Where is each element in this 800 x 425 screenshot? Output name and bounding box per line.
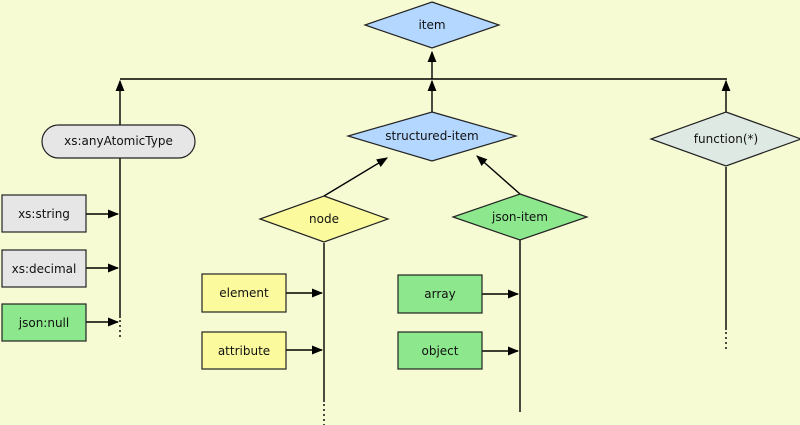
node-json-null-label: json:null bbox=[18, 316, 69, 330]
node-json-item: json-item bbox=[451, 193, 589, 241]
node-attribute-label: attribute bbox=[218, 344, 270, 358]
node-attribute: attribute bbox=[201, 331, 287, 370]
node-structured-item: structured-item bbox=[345, 111, 519, 162]
node-function: function(*) bbox=[649, 111, 800, 167]
edge-node-to-structured bbox=[323, 157, 388, 197]
node-xs-decimal-label: xs:decimal bbox=[12, 262, 77, 276]
node-any-atomic-type-label: xs:anyAtomicType bbox=[64, 134, 173, 148]
node-element: element bbox=[201, 273, 287, 313]
node-item-label: item bbox=[418, 18, 445, 32]
node-element-label: element bbox=[219, 286, 269, 300]
node-node-label: node bbox=[309, 212, 339, 226]
node-object: object bbox=[397, 331, 483, 370]
node-any-atomic-type: xs:anyAtomicType bbox=[41, 124, 196, 159]
node-xs-decimal: xs:decimal bbox=[1, 249, 87, 288]
node-item: item bbox=[363, 1, 501, 49]
node-function-label: function(*) bbox=[694, 132, 758, 146]
node-object-label: object bbox=[422, 344, 459, 358]
node-json-null: json:null bbox=[1, 303, 87, 342]
node-array-label: array bbox=[424, 287, 455, 301]
node-structured-item-label: structured-item bbox=[385, 129, 479, 143]
node-node: node bbox=[258, 195, 390, 243]
node-json-item-label: json-item bbox=[491, 210, 548, 224]
node-array: array bbox=[397, 274, 483, 314]
node-xs-string-label: xs:string bbox=[18, 207, 70, 221]
edge-json-item-to-structured bbox=[476, 155, 521, 195]
node-xs-string: xs:string bbox=[1, 194, 87, 233]
